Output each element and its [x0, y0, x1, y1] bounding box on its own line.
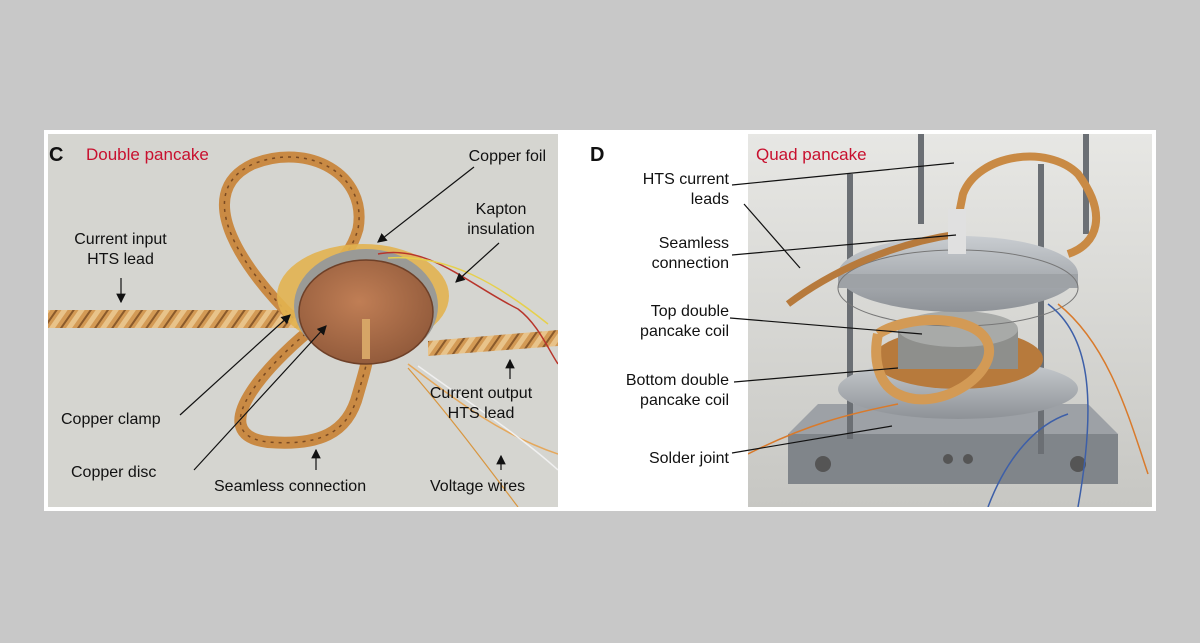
- panel-c-letter: C: [49, 144, 64, 166]
- copper-disc: [299, 260, 433, 364]
- label-copper-disc: Copper disc: [71, 464, 157, 481]
- panel-c-title: Double pancake: [86, 145, 209, 164]
- joint-block: [948, 209, 966, 254]
- quad-pancake-illustration: [748, 134, 1152, 507]
- panel-d-letter: D: [590, 144, 605, 166]
- label-bottom-double-pancake-coil: Bottom double pancake coil: [625, 372, 729, 409]
- label-seamless-connection-d: Seamless connection: [651, 235, 729, 272]
- figure: C Double pancake Copper foil Kapton insu…: [44, 130, 1156, 511]
- label-hts-current-leads: HTS current leads: [642, 171, 729, 208]
- red-voltage-wire: [377, 251, 558, 365]
- hts-lead-loop: [949, 152, 1100, 258]
- label-kapton-insulation: Kapton insulation: [467, 201, 535, 238]
- label-current-output-hts-lead: Current output HTS lead: [429, 385, 533, 422]
- output-hts-tape: [428, 330, 558, 356]
- panel-d-photo: [748, 134, 1152, 507]
- support-rod: [847, 174, 853, 439]
- label-voltage-wires: Voltage wires: [430, 478, 526, 495]
- panel-d-title: Quad pancake: [756, 145, 867, 164]
- double-pancake-illustration: [48, 134, 558, 507]
- label-current-input-hts-lead: Current input HTS lead: [74, 231, 167, 268]
- label-copper-clamp: Copper clamp: [61, 411, 161, 428]
- input-hts-tape: [48, 310, 298, 328]
- label-copper-foil: Copper foil: [468, 148, 546, 165]
- label-solder-joint: Solder joint: [648, 450, 729, 467]
- panel-c-photo: [48, 134, 558, 507]
- label-seamless-connection: Seamless connection: [214, 478, 367, 495]
- label-top-double-pancake-coil: Top double pancake coil: [640, 303, 729, 340]
